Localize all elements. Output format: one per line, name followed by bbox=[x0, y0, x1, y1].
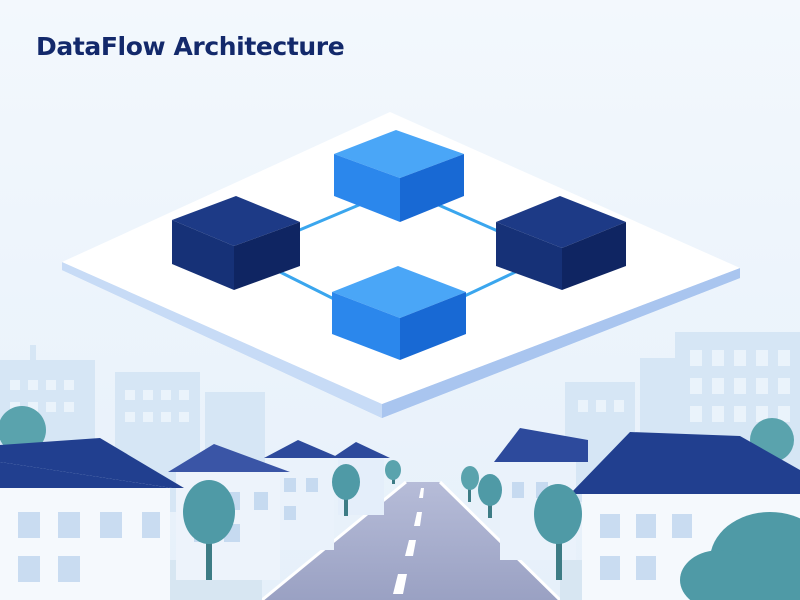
tree-center-small bbox=[385, 460, 401, 484]
node-left bbox=[172, 196, 300, 290]
node-right bbox=[496, 196, 626, 290]
tree-right-mid bbox=[478, 474, 502, 518]
road-center-dashes bbox=[393, 488, 424, 594]
diagram-platform bbox=[62, 112, 740, 418]
connector-left-top bbox=[288, 200, 368, 236]
tree-left-far bbox=[332, 464, 360, 516]
tree-right-far bbox=[461, 466, 479, 502]
page-title: DataFlow Architecture bbox=[36, 32, 345, 61]
node-top bbox=[334, 130, 464, 222]
bush-right-corner bbox=[680, 512, 800, 600]
connector-bottom-left bbox=[270, 266, 338, 302]
connector-right-bottom bbox=[454, 266, 526, 302]
connector-top-right bbox=[432, 201, 502, 234]
tree-left-near bbox=[183, 480, 235, 580]
tree-right-near bbox=[534, 484, 582, 580]
diagram-connectors bbox=[270, 200, 526, 302]
distant-windows bbox=[10, 350, 790, 422]
house-left-front bbox=[0, 438, 184, 600]
node-bottom bbox=[332, 266, 466, 360]
